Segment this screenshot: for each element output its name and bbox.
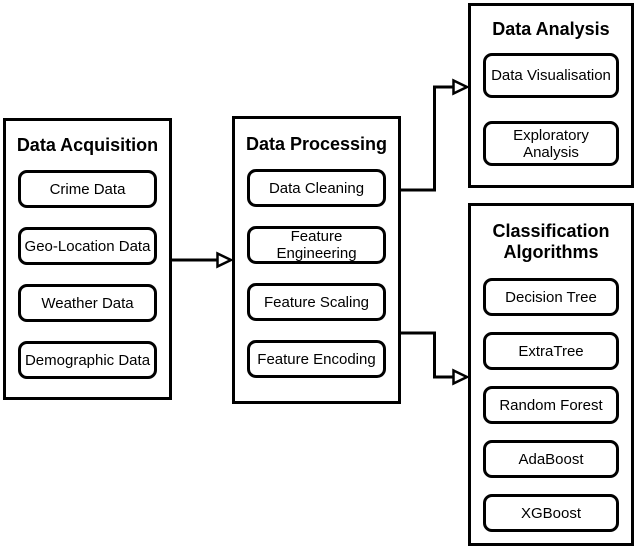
node-geo-location-data: Geo-Location Data — [18, 227, 157, 265]
node-demographic-data: Demographic Data — [18, 341, 157, 379]
node-xgboost: XGBoost — [483, 494, 619, 532]
node-stack: Decision Tree ExtraTree Random Forest Ad… — [471, 278, 631, 543]
group-title-classification-algorithms: Classification Algorithms — [492, 221, 610, 262]
node-random-forest: Random Forest — [483, 386, 619, 424]
node-adaboost: AdaBoost — [483, 440, 619, 478]
arrow-acquisition-to-processing — [172, 251, 234, 269]
group-data-analysis: Data Analysis Data Visualisation Explora… — [468, 3, 634, 188]
node-data-cleaning: Data Cleaning — [247, 169, 386, 207]
node-exploratory-analysis: Exploratory Analysis — [483, 121, 619, 166]
node-feature-encoding: Feature Encoding — [247, 340, 386, 378]
node-feature-scaling: Feature Scaling — [247, 283, 386, 321]
node-extratree: ExtraTree — [483, 332, 619, 370]
group-title-data-processing: Data Processing — [245, 133, 388, 154]
node-stack: Data Visualisation Exploratory Analysis — [471, 53, 631, 185]
group-title-data-acquisition: Data Acquisition — [16, 135, 159, 155]
node-weather-data: Weather Data — [18, 284, 157, 322]
group-title-data-analysis: Data Analysis — [492, 19, 610, 39]
group-data-acquisition: Data Acquisition Crime Data Geo-Location… — [3, 118, 172, 400]
node-stack: Data Cleaning Feature Engineering Featur… — [235, 169, 398, 401]
node-data-visualisation: Data Visualisation — [483, 53, 619, 98]
node-decision-tree: Decision Tree — [483, 278, 619, 316]
arrow-processing-to-analysis — [400, 78, 470, 192]
group-data-processing: Data Processing Data Cleaning Feature En… — [232, 116, 401, 404]
node-crime-data: Crime Data — [18, 170, 157, 208]
group-classification-algorithms: Classification Algorithms Decision Tree … — [468, 203, 634, 546]
arrow-processing-to-classification — [400, 331, 470, 386]
node-feature-engineering: Feature Engineering — [247, 226, 386, 264]
node-stack: Crime Data Geo-Location Data Weather Dat… — [6, 170, 169, 397]
